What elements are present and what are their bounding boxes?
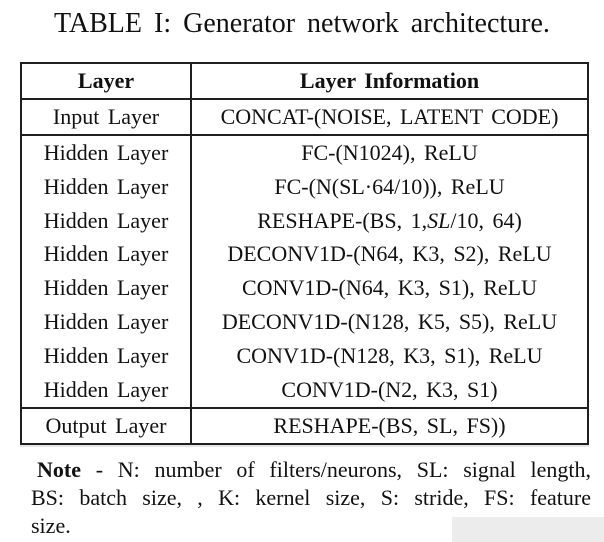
table-cell-info: CONCAT-(NOISE, LATENT CODE) (220, 103, 559, 129)
column-header-info: Layer Information (299, 67, 480, 93)
table-cell-info: DECONV1D-(N128, K5, S5), ReLU (221, 309, 558, 335)
table-row: Input Layer CONCAT-(NOISE, LATENT CODE) (22, 99, 587, 134)
column-header-layer: Layer (22, 64, 192, 98)
table-cell-layer: Hidden Layer (22, 339, 192, 374)
table-cell-layer: Input Layer (22, 99, 192, 134)
table-cell-layer: Output Layer (22, 409, 192, 443)
table-row: Hidden Layer FC-(N(SL·64/10)), ReLU (22, 169, 587, 204)
table-row: Hidden Layer RESHAPE-(BS, 1, SL/10, 64) (22, 203, 587, 238)
note-line: Note - N: number of filters/neurons, SL:… (37, 457, 591, 482)
table-cell-layer: Hidden Layer (22, 203, 192, 238)
architecture-table: Layer Layer Information Input Layer CONCA… (20, 62, 589, 445)
note: Note - N: number of filters/neurons, SL:… (31, 456, 591, 540)
table-header-row: Layer Layer Information (22, 64, 587, 100)
note-line: BS: batch size, , K: kernel size, S: str… (31, 485, 591, 510)
table-row: Hidden Layer FC-(N1024), ReLU (22, 133, 587, 170)
table-cell-layer: Hidden Layer (22, 169, 192, 204)
table-row: Hidden Layer DECONV1D-(N128, K5, S5), ReL… (22, 305, 587, 340)
table-cell-info: CONV1D-(N64, K3, S1), ReLU (242, 275, 537, 301)
note-line: size. (31, 513, 71, 538)
table-cell-layer: Hidden Layer (22, 305, 192, 340)
table-row: Hidden Layer CONV1D-(N2, K3, S1) (22, 373, 587, 408)
table-cell-layer: Hidden Layer (22, 135, 192, 170)
table-row: Hidden Layer CONV1D-(N128, K3, S1), ReLU (22, 339, 587, 374)
table-cell-layer: Hidden Layer (22, 373, 192, 408)
table-cell-info: RESHAPE-(BS, 1, SL/10, 64) (257, 207, 522, 233)
table-cell-info: CONV1D-(N2, K3, S1) (281, 377, 498, 403)
table-cell-info: DECONV1D-(N64, K3, S2), ReLU (227, 241, 552, 267)
table-cell-layer: Hidden Layer (22, 271, 192, 306)
table-cell-info: FC-(N(SL·64/10)), ReLU (274, 173, 505, 199)
table-row: Hidden Layer CONV1D-(N64, K3, S1), ReLU (22, 271, 587, 306)
table-row: Hidden Layer DECONV1D-(N64, K3, S2), ReLU (22, 237, 587, 272)
table-cell-info: RESHAPE-(BS, SL, FS)) (273, 413, 506, 439)
table-row: Output Layer RESHAPE-(BS, SL, FS)) (22, 407, 587, 443)
table-cell-layer: Hidden Layer (22, 237, 192, 272)
scan-artifact (452, 517, 604, 542)
table-caption: TABLE I: Generator network architecture. (54, 8, 550, 39)
table-cell-info: FC-(N1024), ReLU (301, 139, 478, 165)
table-cell-info: CONV1D-(N128, K3, S1), ReLU (236, 343, 543, 369)
